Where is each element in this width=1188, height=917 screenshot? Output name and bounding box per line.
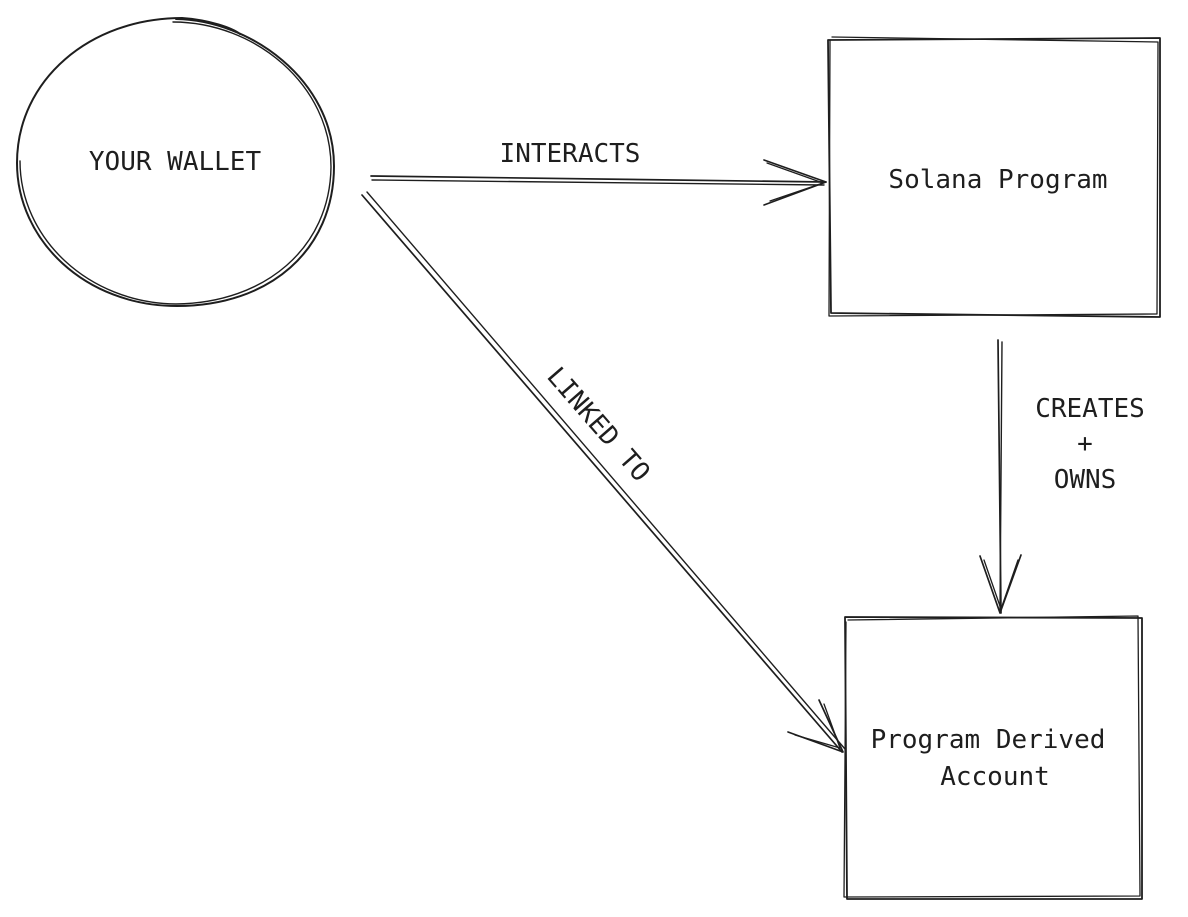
interacts-arrowhead xyxy=(763,159,827,206)
pda-label-line2: Account xyxy=(940,762,1050,792)
linked-to-arrow-shaft xyxy=(361,194,843,753)
creates-owns-label-line3: OWNS xyxy=(1054,465,1117,495)
wallet-circle-outline-2 xyxy=(19,21,332,305)
linked-to-arrow-shaft-2 xyxy=(366,191,846,750)
interacts-arrowhead-2 xyxy=(766,162,824,202)
program-label: Solana Program xyxy=(888,165,1107,195)
program-box-outline-2 xyxy=(828,36,1159,317)
interacts-arrow-shaft-2 xyxy=(371,179,825,186)
pda-label-line1: Program Derived xyxy=(871,725,1106,755)
pda-box-outline-2 xyxy=(843,615,1141,898)
creates-owns-arrowhead-2 xyxy=(983,559,1019,610)
pda-node[interactable]: Program Derived Account xyxy=(843,615,1143,900)
creates-owns-arrowhead xyxy=(979,554,1022,614)
interacts-arrow-shaft xyxy=(370,175,827,183)
creates-owns-arrow-shaft-2 xyxy=(999,341,1003,613)
linked-to-edge[interactable]: LINKED TO xyxy=(361,191,846,753)
interacts-label: INTERACTS xyxy=(500,139,641,169)
creates-owns-label-line1: CREATES xyxy=(1035,394,1145,424)
program-box-outline xyxy=(827,37,1161,318)
interacts-edge[interactable]: INTERACTS xyxy=(370,139,827,206)
wallet-node[interactable]: YOUR WALLET xyxy=(16,17,335,307)
wallet-label: YOUR WALLET xyxy=(89,147,262,177)
creates-owns-label-line2: + xyxy=(1077,429,1093,459)
pda-box-outline xyxy=(844,616,1143,900)
creates-owns-edge[interactable]: CREATES + OWNS xyxy=(979,339,1145,614)
program-node[interactable]: Solana Program xyxy=(827,36,1161,318)
linked-to-arrowhead-2 xyxy=(794,703,841,749)
wallet-circle-outline xyxy=(16,17,335,307)
